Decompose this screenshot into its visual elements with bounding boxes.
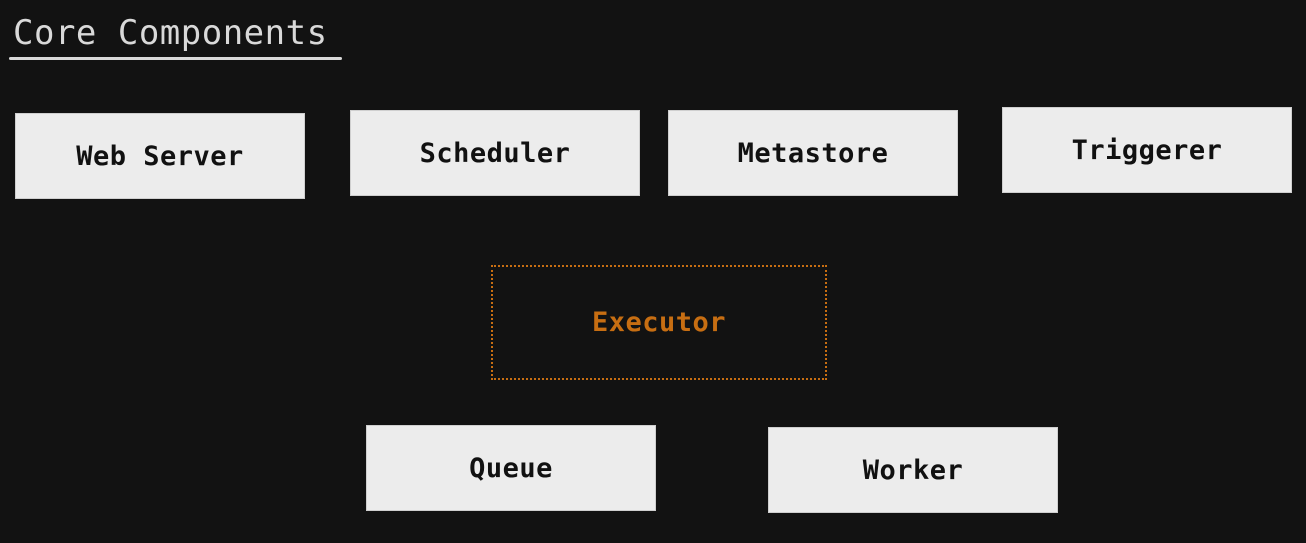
executor-label: Executor (591, 307, 727, 338)
diagram-title: Core Components (13, 13, 328, 53)
web-server-label: Web Server (76, 140, 244, 172)
metastore-box: Metastore (668, 110, 958, 196)
worker-box: Worker (768, 427, 1058, 513)
queue-box: Queue (366, 425, 656, 511)
executor-box: Executor (491, 265, 827, 380)
triggerer-label: Triggerer (1071, 134, 1223, 166)
worker-label: Worker (862, 454, 964, 486)
scheduler-box: Scheduler (350, 110, 640, 196)
triggerer-box: Triggerer (1002, 107, 1292, 193)
scheduler-label: Scheduler (419, 137, 571, 169)
metastore-label: Metastore (737, 137, 889, 169)
web-server-box: Web Server (15, 113, 305, 199)
queue-label: Queue (469, 452, 553, 484)
title-underline (9, 57, 342, 60)
